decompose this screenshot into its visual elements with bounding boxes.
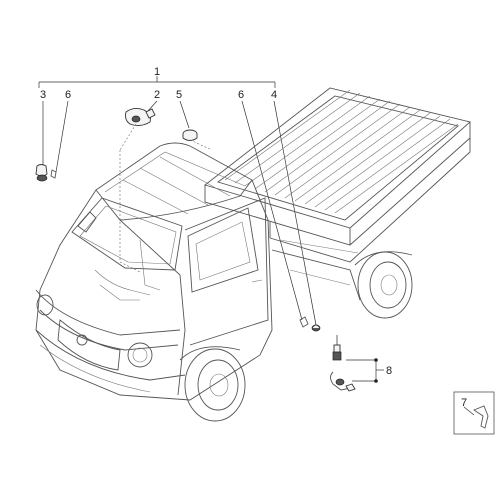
rear-view-mirror-icon — [125, 107, 156, 127]
callout-8-bracket — [346, 358, 384, 383]
bulb-socket-icon — [35, 164, 48, 182]
callout-7: 7 — [461, 397, 467, 409]
door-grommet-icon — [311, 324, 321, 332]
callout-6-left: 6 — [65, 89, 71, 101]
rear-wheel — [354, 251, 413, 319]
callout-4: 4 — [271, 89, 277, 101]
cab-roof — [95, 142, 253, 221]
callout-3: 3 — [40, 89, 46, 101]
front-wheel — [179, 346, 246, 422]
sensor-icon — [332, 335, 342, 361]
door-clip-icon — [299, 316, 309, 328]
guide-lines — [119, 123, 213, 273]
callout-5: 5 — [176, 89, 182, 101]
callout-1: 1 — [154, 66, 160, 78]
pickup-truck-illustration — [35, 87, 471, 422]
grommet-icon — [182, 129, 198, 141]
clip-icon — [50, 169, 57, 179]
cargo-bed — [204, 87, 471, 263]
callout-8: 8 — [386, 365, 392, 377]
callout-6-right: 6 — [238, 89, 244, 101]
callout-1-bracket — [38, 76, 276, 88]
cab-body — [35, 179, 273, 401]
inset-box-7 — [453, 391, 495, 435]
callout-2: 2 — [154, 89, 160, 101]
wire-connector-icon — [330, 371, 356, 392]
leader-lines — [42, 100, 317, 326]
